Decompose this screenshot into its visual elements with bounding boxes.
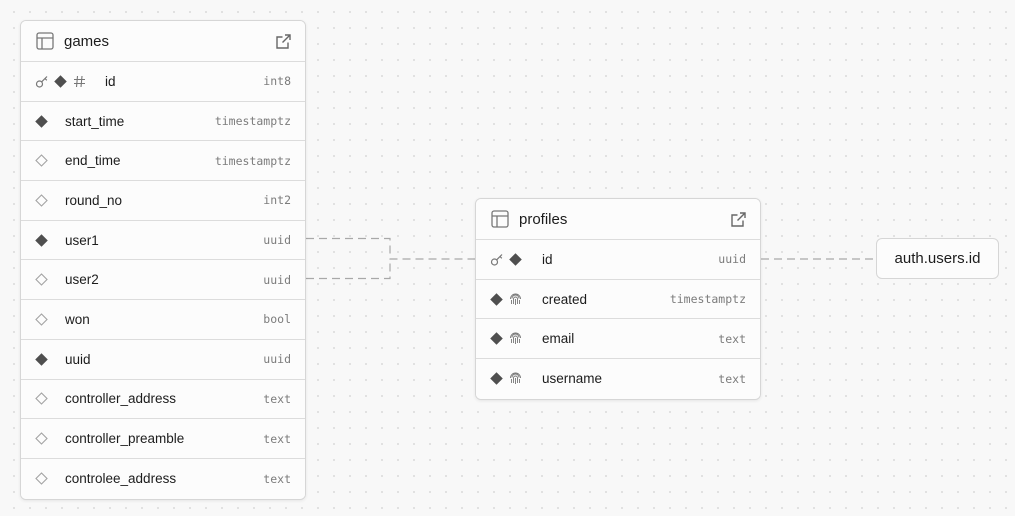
- column-name: round_no: [65, 192, 123, 208]
- column-type: uuid: [263, 233, 291, 248]
- column-icons: [490, 332, 542, 345]
- games-column-round_no[interactable]: round_no int2: [21, 181, 305, 221]
- column-name: email: [542, 331, 575, 347]
- column-type: int2: [263, 193, 291, 208]
- column-name: controlee_address: [65, 471, 177, 487]
- column-icons: [35, 273, 65, 287]
- column-name: start_time: [65, 113, 125, 129]
- column-name: id: [542, 251, 553, 267]
- column-type: uuid: [718, 252, 746, 267]
- profiles-table-card[interactable]: profiles id uuid created timestamptz email te…: [475, 198, 761, 400]
- nullable-diamond-icon: [35, 194, 48, 207]
- unique-fingerprint-icon: [509, 293, 522, 306]
- games-column-controller_address[interactable]: controller_address text: [21, 379, 305, 420]
- column-icons: [35, 233, 65, 247]
- table-icon: [491, 209, 511, 229]
- identity-hash-icon: [73, 75, 86, 88]
- column-type: timestamptz: [214, 114, 291, 129]
- games-table-title: games: [64, 32, 110, 50]
- column-icons: [490, 372, 542, 386]
- column-name: username: [542, 371, 603, 387]
- profiles-column-email[interactable]: email text: [476, 319, 760, 360]
- unique-fingerprint-icon: [509, 332, 522, 345]
- column-name: uuid: [65, 351, 91, 367]
- non-nullable-diamond-icon: [35, 352, 48, 366]
- nullable-diamond-icon: [35, 313, 48, 326]
- nullable-diamond-icon: [35, 154, 48, 167]
- profiles-table-title: profiles: [519, 210, 568, 228]
- games-column-id[interactable]: id int8: [21, 62, 305, 102]
- non-nullable-diamond-icon: [54, 75, 67, 88]
- profiles-table-header: profiles: [476, 199, 760, 240]
- column-name: won: [65, 311, 90, 327]
- non-nullable-diamond-icon: [509, 253, 522, 266]
- column-name: created: [542, 291, 588, 307]
- external-link-icon[interactable]: [273, 31, 293, 51]
- games-column-won[interactable]: won bool: [21, 300, 305, 340]
- non-nullable-diamond-icon: [490, 332, 503, 345]
- column-name: controller_preamble: [65, 431, 185, 447]
- games-column-controller_preamble[interactable]: controller_preamble text: [21, 419, 305, 459]
- edge-games-user1-to-profiles-id: [306, 237, 475, 260]
- profiles-column-created[interactable]: created timestamptz: [476, 279, 760, 320]
- games-column-start_time[interactable]: start_time timestamptz: [21, 101, 305, 142]
- column-icons: [35, 432, 65, 445]
- column-icons: [490, 292, 542, 306]
- games-table-header: games: [21, 21, 305, 62]
- table-icon: [36, 31, 56, 51]
- column-name: controller_address: [65, 391, 177, 407]
- external-link-icon[interactable]: [728, 209, 748, 229]
- column-name: user1: [65, 232, 99, 248]
- games-column-uuid[interactable]: uuid uuid: [21, 339, 305, 380]
- column-type: uuid: [263, 352, 291, 367]
- primary-key-icon: [490, 253, 503, 266]
- non-nullable-diamond-icon: [490, 292, 503, 306]
- games-columns: id int8 start_time timestamptz end_time times…: [21, 62, 305, 499]
- column-icons: [490, 253, 542, 266]
- games-column-end_time[interactable]: end_time timestamptz: [21, 141, 305, 182]
- auth-users-reference[interactable]: auth.users.id: [876, 238, 999, 279]
- nullable-diamond-icon: [35, 472, 48, 485]
- non-nullable-diamond-icon: [35, 233, 48, 247]
- column-icons: [35, 352, 65, 366]
- profiles-column-username[interactable]: username text: [476, 359, 760, 399]
- column-icons: [35, 154, 65, 167]
- column-icons: [35, 114, 65, 128]
- column-icons: [35, 313, 65, 326]
- column-type: text: [718, 371, 746, 386]
- column-type: timestamptz: [669, 292, 746, 307]
- column-type: text: [263, 431, 291, 446]
- primary-key-icon: [35, 75, 48, 88]
- column-icons: [35, 392, 65, 406]
- column-icons: [35, 75, 105, 88]
- unique-fingerprint-icon: [509, 372, 522, 385]
- column-name: id: [105, 73, 116, 89]
- column-type: timestamptz: [214, 153, 291, 168]
- non-nullable-diamond-icon: [35, 114, 48, 128]
- column-type: bool: [263, 312, 291, 327]
- nullable-diamond-icon: [35, 392, 48, 406]
- games-column-user1[interactable]: user1 uuid: [21, 220, 305, 261]
- column-type: uuid: [263, 272, 291, 287]
- column-type: int8: [263, 74, 291, 89]
- column-type: text: [718, 331, 746, 346]
- column-icons: [35, 194, 65, 207]
- column-name: user2: [65, 272, 99, 288]
- column-name: end_time: [65, 153, 121, 169]
- nullable-diamond-icon: [35, 273, 48, 287]
- non-nullable-diamond-icon: [490, 372, 503, 386]
- profiles-column-id[interactable]: id uuid: [476, 240, 760, 280]
- games-column-user2[interactable]: user2 uuid: [21, 260, 305, 301]
- games-column-controlee_address[interactable]: controlee_address text: [21, 458, 305, 499]
- nullable-diamond-icon: [35, 432, 48, 445]
- edge-games-user2-to-profiles-id: [306, 259, 391, 280]
- column-type: text: [263, 471, 291, 486]
- column-type: text: [263, 391, 291, 406]
- column-icons: [35, 472, 65, 485]
